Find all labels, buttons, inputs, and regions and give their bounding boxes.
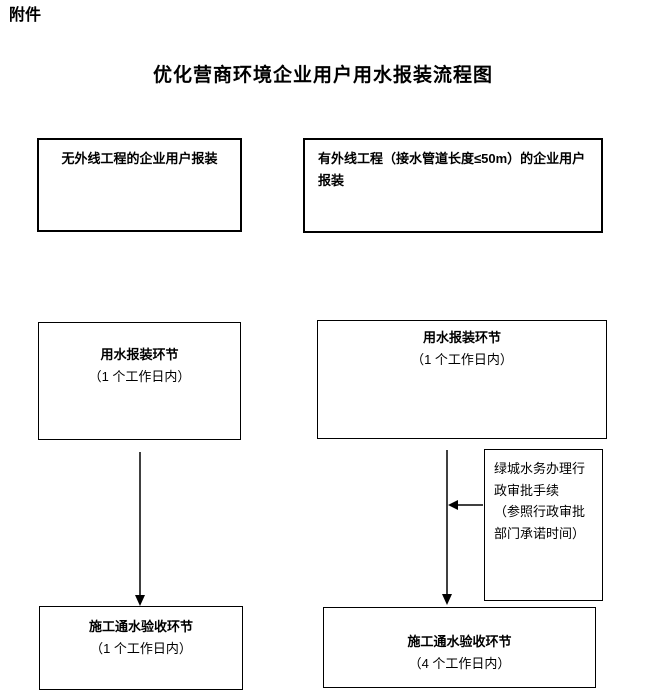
box-entry-no-external-works: 无外线工程的企业用户报装 [37, 138, 242, 232]
left-application-step-duration: （1 个工作日内） [88, 369, 191, 384]
right-acceptance-step-duration: （4 个工作日内） [408, 656, 511, 671]
approval-note-text: 绿城水务办理行 政审批手续 （参照行政审批 部门承诺时间） [494, 461, 586, 541]
right-application-step-duration: （1 个工作日内） [411, 352, 513, 367]
left-acceptance-step-title: 施工通水验收环节 [88, 619, 193, 634]
box-entry-with-external-works-label: 有外线工程（接水管道长度≤50m）的企业用户 报装 [318, 151, 586, 188]
box-left-application-step: 用水报装环节 （1 个工作日内） [38, 322, 241, 440]
down-arrow-right-flow [442, 450, 452, 605]
box-entry-no-external-works-label: 无外线工程的企业用户报装 [61, 151, 218, 166]
box-left-acceptance-step: 施工通水验收环节 （1 个工作日内） [39, 606, 243, 690]
attachment-label: 附件 [9, 7, 42, 24]
box-approval-note: 绿城水务办理行 政审批手续 （参照行政审批 部门承诺时间） [484, 449, 603, 601]
box-right-application-step: 用水报装环节 （1 个工作日内） [317, 320, 607, 439]
page-title: 优化营商环境企业用户用水报装流程图 [152, 65, 493, 86]
box-right-acceptance-step: 施工通水验收环节 （4 个工作日内） [323, 607, 596, 688]
left-application-step-title: 用水报装环节 [100, 347, 179, 362]
down-arrow-left-flow [135, 452, 145, 606]
right-acceptance-step-title: 施工通水验收环节 [407, 634, 512, 649]
left-arrow-approval-note [448, 500, 483, 510]
left-acceptance-step-duration: （1 个工作日内） [90, 641, 192, 656]
box-entry-with-external-works: 有外线工程（接水管道长度≤50m）的企业用户 报装 [303, 138, 603, 233]
right-application-step-title: 用水报装环节 [422, 330, 501, 345]
